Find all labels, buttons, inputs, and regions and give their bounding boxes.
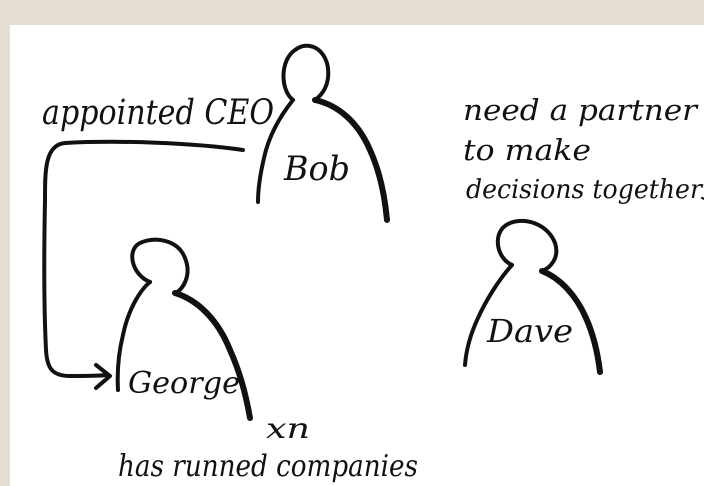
bob-figure [256,43,390,223]
connector-line [42,139,245,378]
dave-figure [463,218,603,375]
bob-label: Bob [283,149,350,189]
dave-right-body [539,268,603,375]
dave-label: Dave [486,312,573,350]
george-label: George [128,366,240,401]
experience-label: has runned companies [118,449,418,484]
george-head [130,237,190,295]
george-figure [115,237,253,421]
dave-left-body [463,263,514,367]
partner-edge-mark [701,197,704,201]
paper-sheet [10,25,704,486]
george-left-body [115,280,152,392]
appointed-connector [42,139,245,390]
partner-line-3: decisions together [466,175,704,205]
partner-line-1: need a partner [463,93,699,127]
bob-left-body [256,98,295,204]
bob-right-body [312,97,390,223]
george-right-body [172,290,253,421]
bob-head [281,43,331,102]
partner-line-2: to make [463,133,591,167]
appointed-ceo-label: appointed CEO [42,93,274,133]
connector-arrowhead [94,363,112,390]
multiplier-label: xn [266,412,310,445]
dave-head [496,218,559,273]
